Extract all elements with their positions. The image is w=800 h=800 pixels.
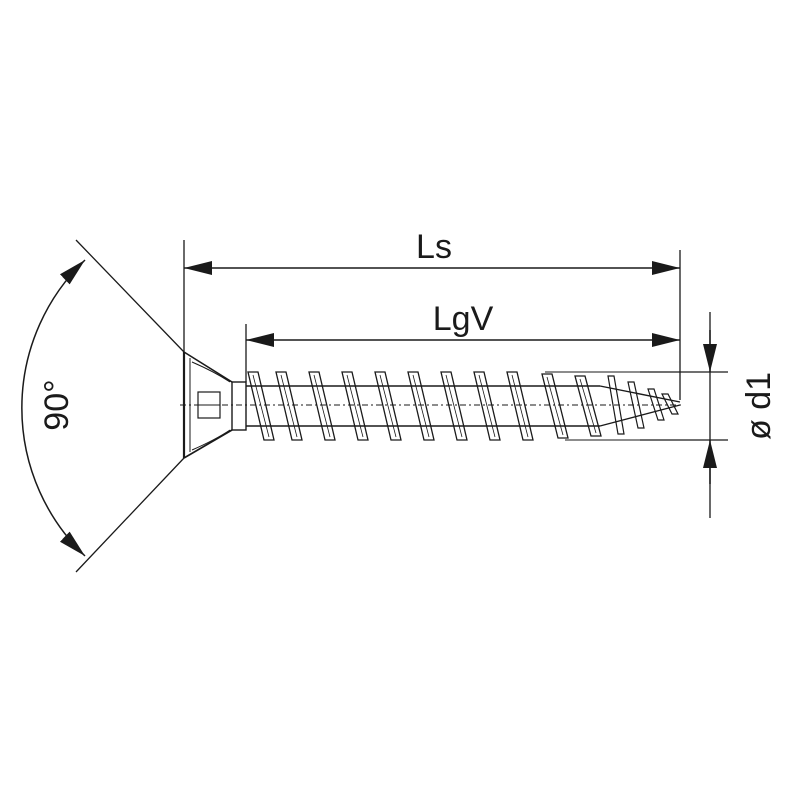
thread-turn-inner — [445, 374, 463, 438]
thread-turn-inner — [478, 374, 496, 438]
thread-turn — [308, 371, 336, 441]
thread-turn — [473, 371, 501, 441]
thread-turn-inner — [346, 374, 364, 438]
overall-length-label: Ls — [416, 228, 452, 266]
thread-turn-tip — [627, 381, 645, 429]
thread-turn — [440, 371, 468, 441]
thread-turn — [374, 371, 402, 441]
thread-turn — [407, 371, 435, 441]
thread-turn-tip — [647, 388, 665, 421]
angle-label: 90° — [38, 379, 76, 430]
diameter-dimension: ø d1 — [640, 312, 778, 518]
thread-turn-inner — [313, 374, 331, 438]
thread-turns — [247, 371, 679, 441]
thread-turn-inner — [412, 374, 430, 438]
thread-turn-inner — [252, 374, 270, 438]
thread-turn-inner — [511, 374, 529, 438]
screw-shank — [180, 371, 684, 441]
thread-turn-inner — [379, 374, 397, 438]
thread-turn-inner — [546, 376, 564, 436]
angle-dimension: 90° — [21, 239, 185, 573]
thread-length-dimension: LgV — [245, 300, 680, 382]
thread-turn-tip — [607, 375, 625, 435]
thread-turn — [275, 371, 303, 441]
thread-turn-inner — [579, 378, 597, 434]
thread-turn — [541, 373, 569, 439]
thread-turn-inner — [280, 374, 298, 438]
thread-turn — [341, 371, 369, 441]
thread-turn — [247, 371, 275, 441]
diameter-label: ø d1 — [740, 372, 778, 440]
angle-arc — [21, 259, 86, 557]
thread-turn — [574, 375, 602, 437]
thread-turn — [506, 371, 534, 441]
thread-turn-tip — [661, 393, 679, 415]
thread-length-label: LgV — [433, 300, 494, 338]
overall-length-dimension: Ls — [183, 228, 681, 400]
